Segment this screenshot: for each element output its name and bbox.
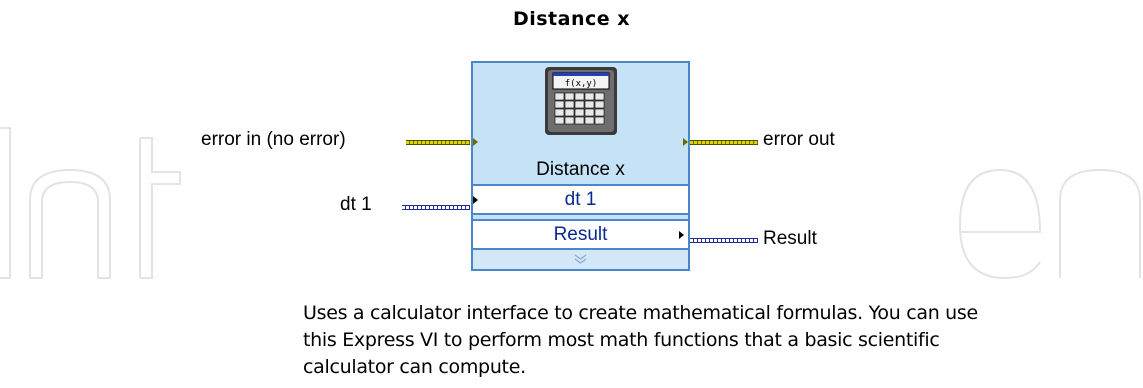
output-terminal-result[interactable]: Result: [473, 219, 688, 250]
error-in-terminal[interactable]: [473, 138, 478, 146]
input-terminal-label: dt 1: [564, 189, 597, 210]
input-terminal-dt[interactable]: dt 1: [473, 184, 688, 215]
output-terminal-label: Result: [553, 224, 608, 245]
result-output-label: Result: [763, 228, 817, 249]
result-output-arrow-icon: [679, 231, 684, 239]
expand-node-handle[interactable]: [473, 250, 688, 269]
error-out-terminal[interactable]: [683, 138, 688, 146]
error-out-label: error out: [763, 129, 835, 150]
node-description: Uses a calculator interface to create ma…: [303, 302, 978, 378]
node-name: Distance x: [536, 159, 625, 180]
express-vi-node[interactable]: f(x,y) Distance x dt 1 Result: [471, 61, 690, 271]
diagram-title: Distance x: [512, 8, 631, 30]
error-in-label: error in (no error): [201, 129, 346, 150]
error-out-wire: [690, 140, 758, 145]
svg-text:f(x,y): f(x,y): [565, 79, 598, 89]
double-chevron-down-icon: [574, 254, 587, 264]
calculator-icon: f(x,y): [543, 65, 619, 137]
result-output-wire: [690, 238, 758, 243]
dt-input-wire: [402, 205, 470, 210]
dt-input-label: dt 1: [340, 194, 372, 215]
error-in-wire: [406, 140, 470, 145]
dt-input-arrow-icon: [473, 196, 478, 204]
